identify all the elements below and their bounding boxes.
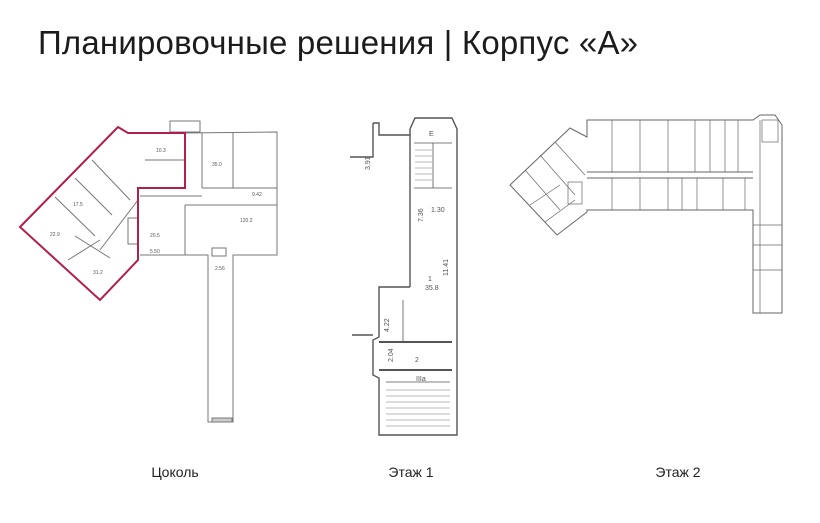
room-label: 35.0	[212, 162, 222, 168]
room-label: 17.5	[73, 202, 83, 208]
dimension-label: 2.56	[215, 266, 225, 272]
room-label: 20.5	[150, 233, 160, 239]
room-label: 22.9	[50, 232, 60, 238]
plan-walls	[140, 131, 278, 423]
dimension-label: 5.50	[150, 249, 160, 255]
highlighted-unit	[18, 125, 186, 302]
room-label: 120.2	[240, 218, 253, 224]
page-title: Планировочные решения | Корпус «А»	[38, 24, 639, 61]
plan-caption-floor-2: Этаж 2	[655, 464, 701, 480]
plan-caption-basement: Цоколь	[151, 464, 199, 480]
plan-caption-floor-1: Этаж 1	[388, 464, 434, 480]
dimension-label: 9.42	[252, 192, 262, 198]
room-label: 10.3	[156, 148, 166, 154]
room-label: 31.2	[93, 270, 103, 276]
